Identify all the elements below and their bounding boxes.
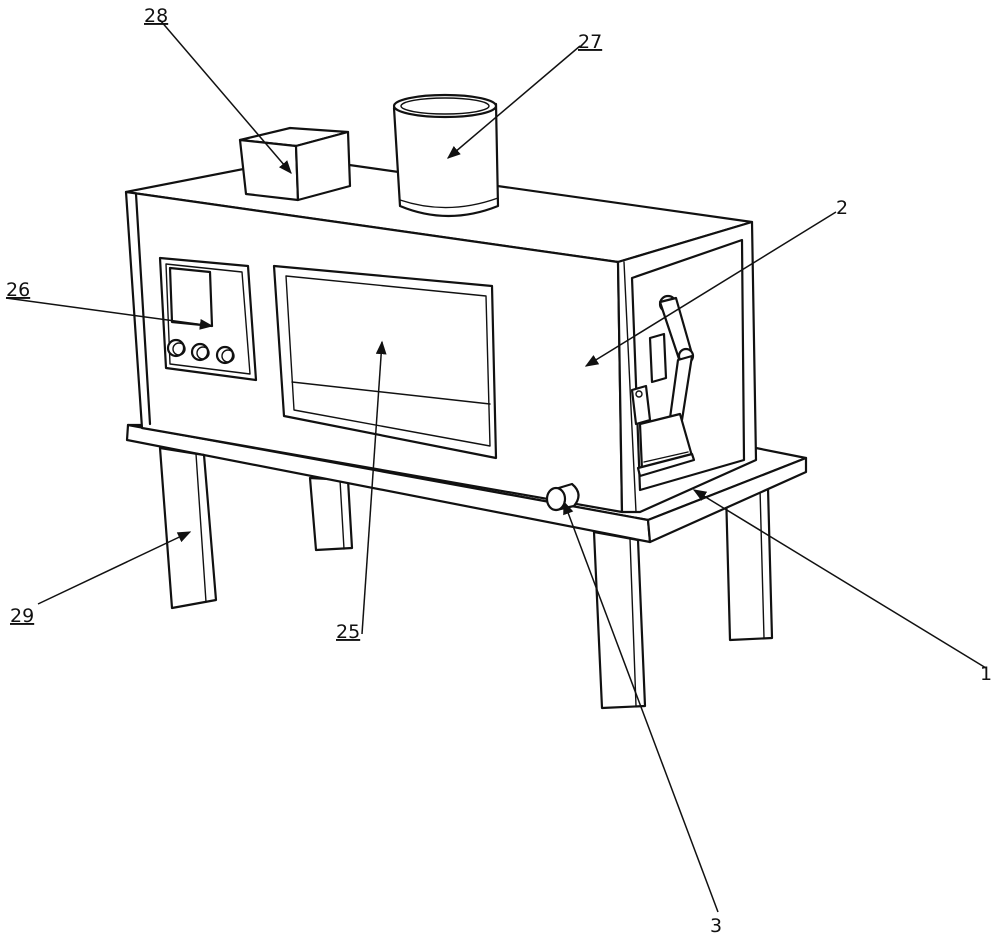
back-left-leg [308, 476, 354, 552]
linkage-mechanism [630, 294, 696, 478]
label-27: 27 [578, 31, 602, 53]
outlet-pipe-3 [545, 482, 580, 512]
display-screen [168, 266, 214, 328]
viewing-window-25 [272, 264, 498, 460]
knob-1 [166, 338, 186, 358]
label-29: 29 [10, 605, 34, 627]
knob-3 [215, 345, 235, 365]
top-box-28 [238, 126, 352, 202]
leader-25 [361, 340, 387, 635]
leader-1 [692, 489, 987, 669]
front-right-leg [592, 530, 647, 710]
label-2: 2 [836, 197, 848, 219]
leader-26 [5, 297, 214, 330]
knob-2 [190, 342, 210, 362]
control-panel-26 [158, 256, 258, 382]
front-left-leg-29 [158, 446, 218, 610]
leader-2 [584, 211, 837, 367]
leader-28 [159, 19, 292, 175]
leader-29 [37, 531, 192, 605]
label-25: 25 [336, 621, 360, 643]
leader-3 [563, 500, 719, 913]
label-3: 3 [710, 915, 722, 937]
hopper-cylinder-27 [392, 93, 500, 218]
label-28: 28 [144, 5, 168, 27]
label-1: 1 [980, 663, 992, 685]
label-26: 26 [6, 279, 30, 301]
leader-27 [446, 45, 581, 159]
back-right-leg [724, 486, 774, 642]
leader-lines [5, 19, 987, 913]
